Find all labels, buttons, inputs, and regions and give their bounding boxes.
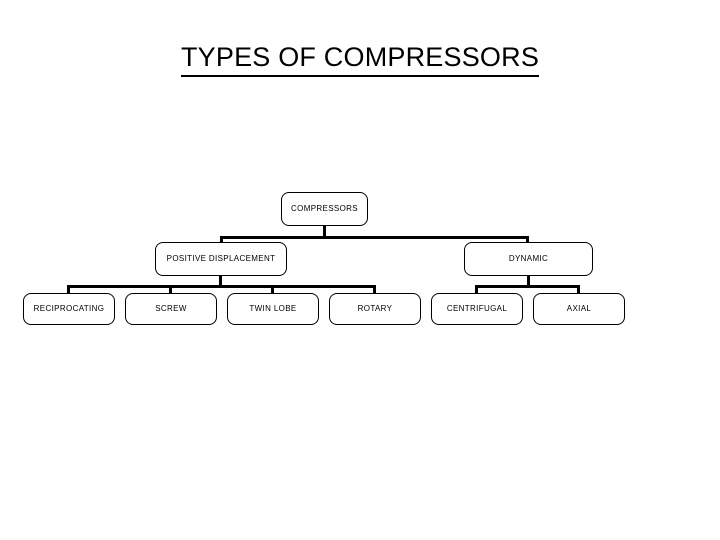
connector-positive-displacement-stem bbox=[219, 276, 222, 287]
connector-to-dynamic bbox=[526, 236, 529, 244]
node-centrifugal[interactable]: CENTRIFUGAL bbox=[431, 293, 523, 325]
connector-dynamic-stem bbox=[527, 276, 530, 287]
page-title: TYPES OF COMPRESSORS bbox=[0, 41, 720, 77]
connector-to-screw bbox=[169, 285, 172, 294]
node-centrifugal-label: CENTRIFUGAL bbox=[446, 304, 508, 313]
node-reciprocating[interactable]: RECIPROCATING bbox=[23, 293, 115, 325]
node-compressors[interactable]: COMPRESSORS bbox=[281, 192, 368, 226]
connector-to-twin-lobe bbox=[271, 285, 274, 294]
node-dynamic[interactable]: DYNAMIC bbox=[464, 242, 593, 276]
node-axial-label: AXIAL bbox=[566, 304, 592, 313]
node-twin-lobe-label: TWIN LOBE bbox=[249, 304, 297, 313]
connector-to-rotary bbox=[373, 285, 376, 294]
node-twin-lobe[interactable]: TWIN LOBE bbox=[227, 293, 319, 325]
node-screw[interactable]: SCREW bbox=[125, 293, 217, 325]
node-positive-displacement-label: POSITIVE DISPLACEMENT bbox=[166, 254, 276, 263]
connector-level1-bar bbox=[220, 236, 529, 239]
connector-dynamic-bar bbox=[475, 285, 580, 288]
connector-positive-displacement-bar bbox=[67, 285, 376, 288]
node-rotary[interactable]: ROTARY bbox=[329, 293, 421, 325]
node-compressors-label: COMPRESSORS bbox=[291, 204, 358, 213]
connector-to-positive-displacement bbox=[220, 236, 223, 244]
node-dynamic-label: DYNAMIC bbox=[508, 254, 549, 263]
node-reciprocating-label: RECIPROCATING bbox=[33, 304, 105, 313]
node-rotary-label: ROTARY bbox=[357, 304, 393, 313]
connector-to-centrifugal bbox=[475, 285, 478, 294]
node-positive-displacement[interactable]: POSITIVE DISPLACEMENT bbox=[155, 242, 287, 276]
connector-to-axial bbox=[577, 285, 580, 294]
page-title-text: TYPES OF COMPRESSORS bbox=[180, 41, 540, 77]
connector-root-stem bbox=[323, 226, 326, 238]
node-screw-label: SCREW bbox=[155, 304, 187, 313]
connector-to-reciprocating bbox=[67, 285, 70, 294]
node-axial[interactable]: AXIAL bbox=[533, 293, 625, 325]
